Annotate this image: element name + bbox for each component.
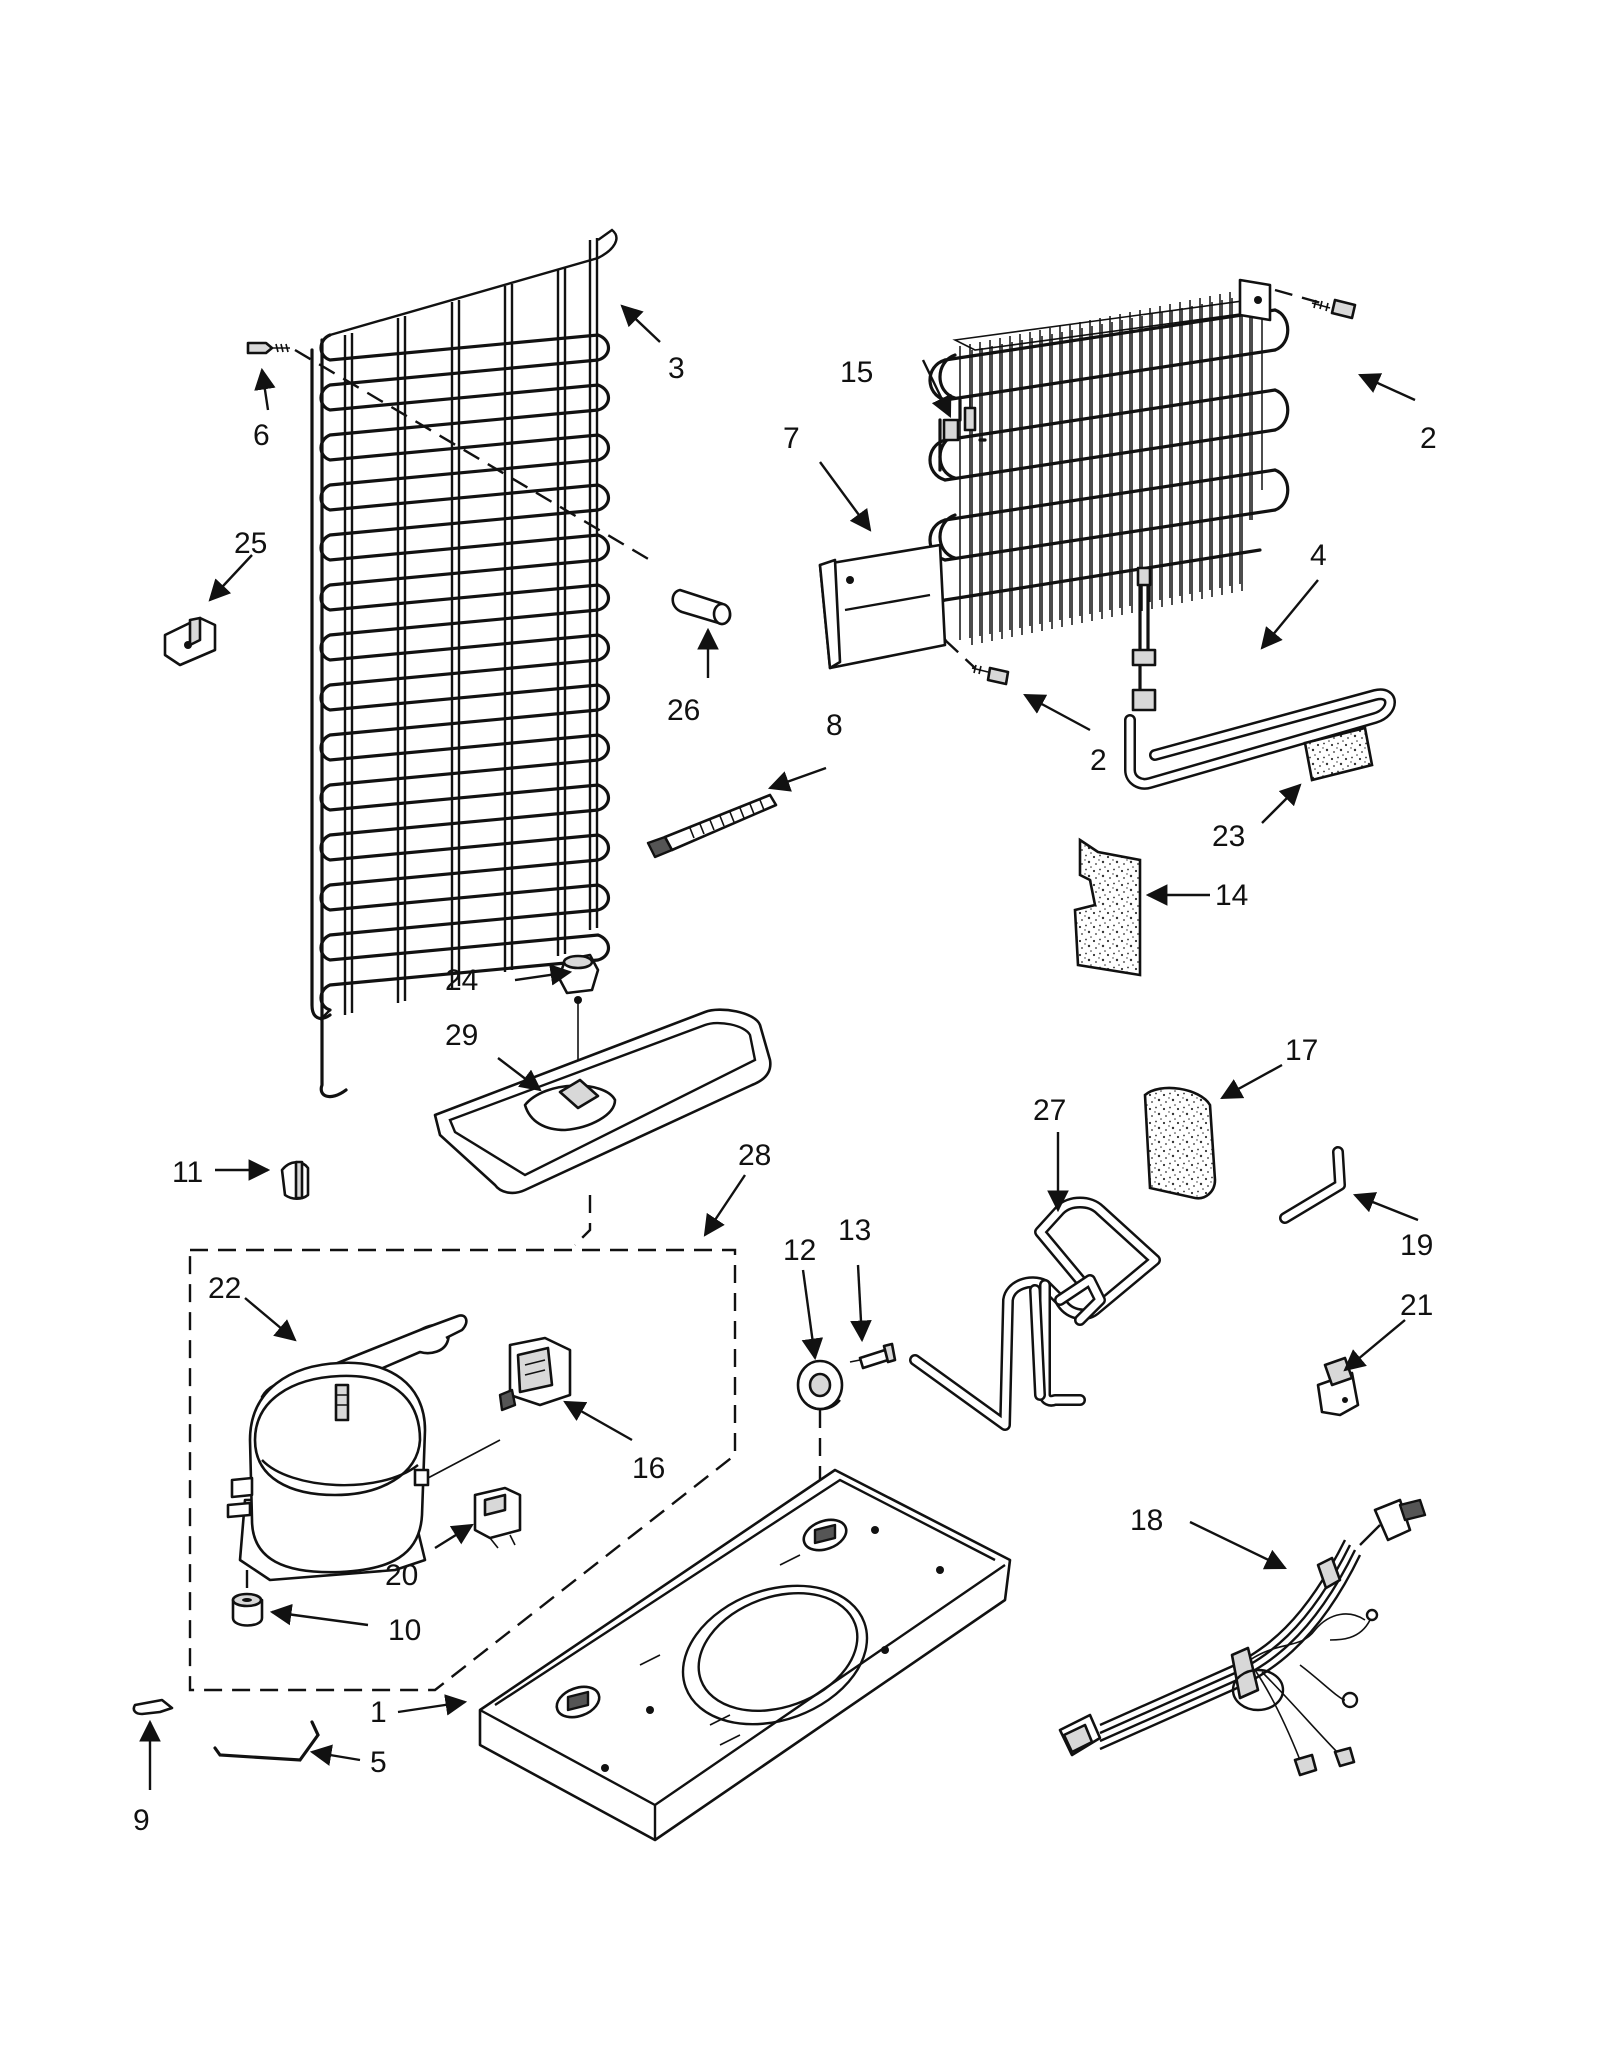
callout-26: 26 bbox=[667, 694, 700, 727]
callout-8: 8 bbox=[826, 709, 843, 742]
callout-12: 12 bbox=[783, 1234, 816, 1267]
callout-20: 20 bbox=[385, 1559, 418, 1592]
callout-27: 27 bbox=[1033, 1094, 1066, 1127]
clip-21 bbox=[1316, 1356, 1360, 1417]
callout-4: 4 bbox=[1310, 539, 1327, 572]
callout-18: 18 bbox=[1130, 1504, 1163, 1537]
callout-25: 25 bbox=[234, 527, 267, 560]
spacer-26 bbox=[671, 588, 732, 626]
compressor bbox=[226, 1361, 501, 1582]
clip-11 bbox=[280, 1160, 310, 1201]
clip-9 bbox=[132, 1698, 174, 1716]
cable-tie-8 bbox=[646, 793, 778, 859]
callout-19: 19 bbox=[1400, 1229, 1433, 1262]
callout-2-top: 2 bbox=[1420, 422, 1437, 455]
callout-13: 13 bbox=[838, 1214, 871, 1247]
tubing-27 bbox=[909, 1196, 1161, 1431]
bracket-25 bbox=[163, 616, 217, 667]
callout-28: 28 bbox=[738, 1139, 771, 1172]
nut-24 bbox=[557, 953, 600, 995]
bolt-13 bbox=[849, 1342, 897, 1370]
callout-17: 17 bbox=[1285, 1034, 1318, 1067]
callout-11: 11 bbox=[172, 1156, 203, 1189]
callout-9: 9 bbox=[133, 1804, 150, 1837]
condenser-coil bbox=[310, 228, 618, 1099]
callout-16: 16 bbox=[632, 1452, 665, 1485]
foam-pad-23 bbox=[1303, 726, 1374, 782]
callout-7: 7 bbox=[783, 422, 800, 455]
defrost-heater-4 bbox=[1124, 566, 1396, 790]
foam-block-17 bbox=[1143, 1086, 1217, 1200]
screw-6 bbox=[246, 341, 290, 355]
callout-10: 10 bbox=[388, 1614, 421, 1647]
wire-5 bbox=[213, 1720, 320, 1762]
callout-24: 24 bbox=[445, 964, 478, 997]
callout-3: 3 bbox=[668, 352, 685, 385]
evaporator bbox=[818, 278, 1290, 670]
foam-block-14 bbox=[1073, 837, 1142, 977]
callout-21: 21 bbox=[1400, 1289, 1433, 1322]
callout-22: 22 bbox=[208, 1272, 241, 1305]
relay-16 bbox=[498, 1336, 572, 1412]
overload-20 bbox=[473, 1486, 522, 1549]
callout-labels: 3 6 25 26 15 7 2 2 4 8 23 14 17 27 19 21… bbox=[133, 352, 1437, 1837]
callout-6: 6 bbox=[253, 419, 270, 452]
screw-2-bottom bbox=[971, 664, 1010, 686]
tube-19 bbox=[1279, 1146, 1346, 1224]
callout-2-bottom: 2 bbox=[1090, 744, 1107, 777]
grommet-12 bbox=[796, 1359, 844, 1411]
callout-23: 23 bbox=[1212, 820, 1245, 853]
evaporator-fins bbox=[959, 288, 1263, 645]
wire-harness-18 bbox=[1058, 1498, 1427, 1777]
callout-15: 15 bbox=[840, 356, 873, 389]
callout-1: 1 bbox=[370, 1696, 387, 1729]
drain-pan-29 bbox=[433, 996, 772, 1195]
callout-5: 5 bbox=[370, 1746, 387, 1779]
grommet-10 bbox=[231, 1592, 264, 1627]
screw-2-top bbox=[1311, 298, 1357, 320]
compressor-kit-28-box bbox=[188, 1248, 737, 1692]
base-pan-1 bbox=[478, 1468, 1012, 1842]
callout-14: 14 bbox=[1215, 879, 1248, 912]
callout-29: 29 bbox=[445, 1019, 478, 1052]
leader-lines bbox=[139, 304, 1419, 1790]
